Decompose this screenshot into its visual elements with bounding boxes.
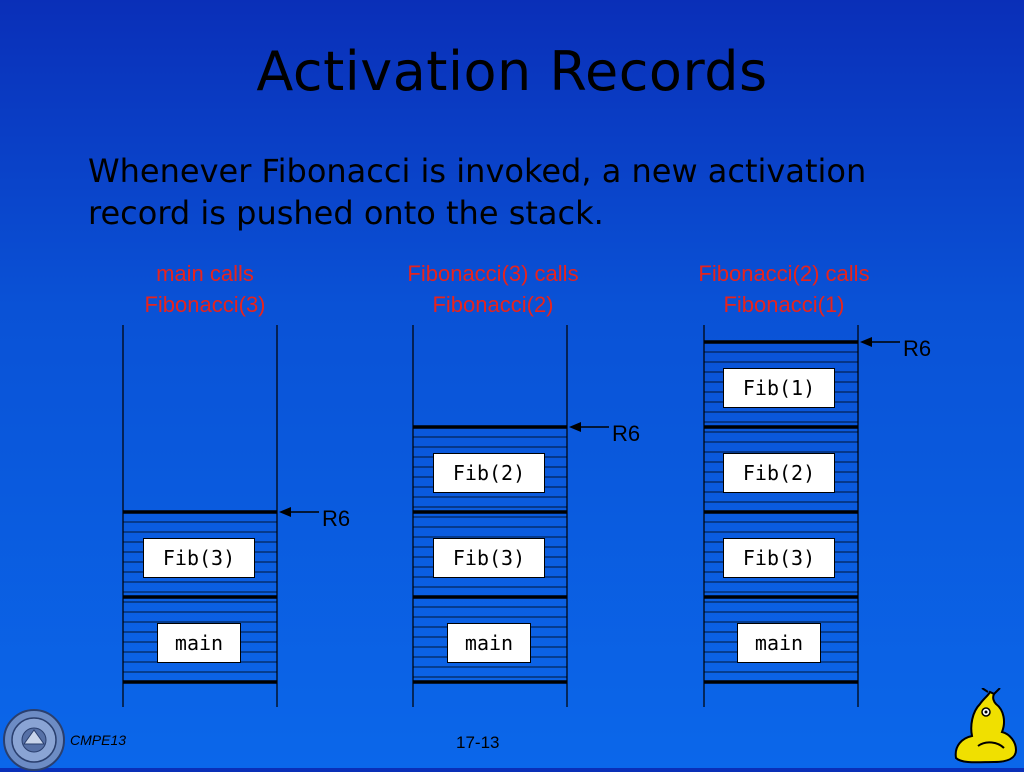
stack-1-caption-line1: main calls — [156, 261, 254, 286]
r6-label: R6 — [903, 336, 932, 361]
stack-3-caption-line1: Fibonacci(2) calls — [698, 261, 870, 286]
slide-body: Whenever Fibonacci is invoked, a new act… — [88, 152, 867, 232]
stack-2-caption-line2: Fibonacci(2) — [432, 292, 554, 317]
frame-label: Fib(3) — [723, 538, 835, 578]
frame-label: main — [737, 623, 821, 663]
university-seal-logo — [3, 709, 65, 771]
stack-3-caption-line2: Fibonacci(1) — [723, 292, 845, 317]
frame-label: Fib(3) — [433, 538, 545, 578]
stack-1-caption: main calls Fibonacci(3) — [75, 258, 335, 320]
stack-1-caption-line2: Fibonacci(3) — [144, 292, 266, 317]
stack-3-caption: Fibonacci(2) calls Fibonacci(1) — [654, 258, 914, 320]
slug-mascot-logo — [954, 688, 1018, 764]
slide-title: Activation Records — [256, 40, 768, 103]
r6-arrow-head — [569, 422, 581, 432]
frame-label: Fib(2) — [433, 453, 545, 493]
r6-label: R6 — [612, 421, 641, 446]
stack-1-diagram — [122, 325, 319, 707]
frame-label: Fib(3) — [143, 538, 255, 578]
r6-label: R6 — [322, 506, 351, 531]
frame-label: main — [447, 623, 531, 663]
course-label: CMPE13 — [70, 732, 127, 748]
frame-label: main — [157, 623, 241, 663]
r6-arrow-head — [860, 337, 872, 347]
frame-label: Fib(2) — [723, 453, 835, 493]
r6-arrow-head — [279, 507, 291, 517]
page-number: 17-13 — [456, 733, 500, 752]
stack-2-caption: Fibonacci(3) calls Fibonacci(2) — [363, 258, 623, 320]
stack-2-caption-line1: Fibonacci(3) calls — [407, 261, 579, 286]
frame-label: Fib(1) — [723, 368, 835, 408]
